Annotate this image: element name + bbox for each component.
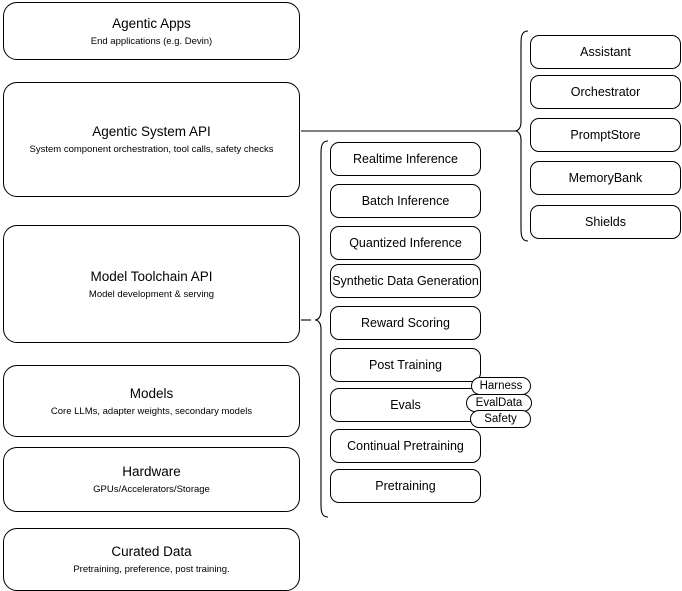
toolchain-item-label: Synthetic Data Generation — [332, 274, 479, 288]
eval-pill-harness[interactable]: Harness — [471, 377, 531, 395]
layer-hardware[interactable]: Hardware GPUs/Accelerators/Storage — [3, 447, 300, 512]
eval-pill-safety[interactable]: Safety — [470, 410, 531, 428]
eval-pill-label: Harness — [479, 380, 523, 392]
system-item-assistant[interactable]: Assistant — [530, 35, 681, 69]
brace-toolchain-components — [314, 140, 329, 518]
toolchain-item-pretraining[interactable]: Pretraining — [330, 469, 481, 503]
toolchain-item-post-training[interactable]: Post Training — [330, 348, 481, 382]
layer-agentic-system-api[interactable]: Agentic System API System component orch… — [3, 82, 300, 197]
layer-title: Model Toolchain API — [90, 268, 213, 284]
layer-title: Models — [129, 385, 174, 401]
toolchain-item-realtime-inference[interactable]: Realtime Inference — [330, 142, 481, 176]
system-item-label: Shields — [585, 215, 626, 229]
system-item-memorybank[interactable]: MemoryBank — [530, 161, 681, 195]
eval-pill-label: Safety — [484, 413, 517, 425]
system-item-label: PromptStore — [570, 128, 641, 142]
toolchain-item-quantized-inference[interactable]: Quantized Inference — [330, 226, 481, 260]
layer-subtitle: System component orchestration, tool cal… — [29, 144, 274, 155]
system-item-promptstore[interactable]: PromptStore — [530, 118, 681, 152]
toolchain-item-label: Pretraining — [375, 479, 436, 493]
toolchain-item-label: Continual Pretraining — [347, 439, 464, 453]
system-item-label: Orchestrator — [570, 85, 641, 99]
layer-title: Agentic Apps — [112, 15, 191, 31]
toolchain-item-label: Realtime Inference — [353, 152, 458, 166]
layer-model-toolchain-api[interactable]: Model Toolchain API Model development & … — [3, 225, 300, 343]
layer-models[interactable]: Models Core LLMs, adapter weights, secon… — [3, 365, 300, 437]
toolchain-item-label: Batch Inference — [361, 194, 450, 208]
layer-title: Curated Data — [111, 544, 192, 559]
eval-pill-label: EvalData — [475, 397, 523, 409]
system-item-label: Assistant — [580, 45, 631, 59]
toolchain-item-reward-scoring[interactable]: Reward Scoring — [330, 306, 481, 340]
layer-subtitle: End applications (e.g. Devin) — [90, 35, 213, 47]
toolchain-item-label: Quantized Inference — [349, 236, 462, 250]
layer-subtitle: Model development & serving — [88, 288, 215, 300]
system-item-label: MemoryBank — [568, 171, 643, 185]
layer-subtitle: Pretraining, preference, post training. — [73, 564, 230, 575]
toolchain-item-label: Reward Scoring — [361, 316, 450, 330]
toolchain-item-evals[interactable]: Evals — [330, 388, 481, 422]
layer-curated-data[interactable]: Curated Data Pretraining, preference, po… — [3, 528, 300, 591]
toolchain-item-synthetic-data-generation[interactable]: Synthetic Data Generation — [330, 264, 481, 298]
brace-system-components — [514, 30, 529, 242]
toolchain-item-label: Post Training — [369, 358, 442, 372]
layer-subtitle: GPUs/Accelerators/Storage — [93, 484, 210, 495]
layer-subtitle: Core LLMs, adapter weights, secondary mo… — [50, 405, 253, 417]
toolchain-item-label: Evals — [390, 398, 421, 412]
toolchain-item-batch-inference[interactable]: Batch Inference — [330, 184, 481, 218]
system-item-shields[interactable]: Shields — [530, 205, 681, 239]
system-item-orchestrator[interactable]: Orchestrator — [530, 75, 681, 109]
layer-title: Agentic System API — [92, 124, 211, 139]
toolchain-item-continual-pretraining[interactable]: Continual Pretraining — [330, 429, 481, 463]
layer-agentic-apps[interactable]: Agentic Apps End applications (e.g. Devi… — [3, 2, 300, 60]
layer-title: Hardware — [122, 464, 181, 479]
